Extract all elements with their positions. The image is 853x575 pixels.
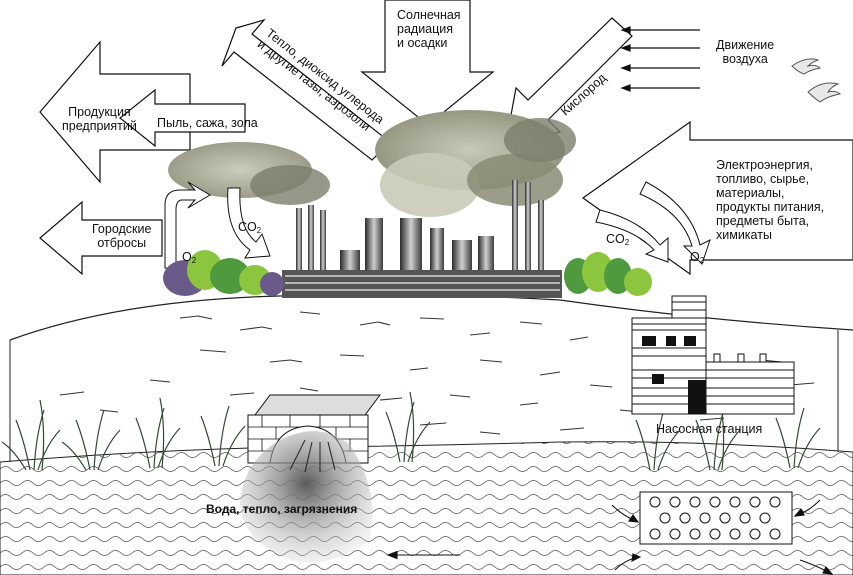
o2-left-subscript: 2	[191, 256, 197, 265]
co2-left-subscript: 2	[256, 226, 262, 235]
o2-right-label: O2	[690, 236, 704, 268]
dust-arrow	[119, 88, 246, 148]
pump-station-label: Насосная станция	[656, 422, 763, 436]
products-label: Продукция предприятий	[62, 105, 137, 133]
dust-label: Пыль, сажа, зола	[157, 116, 258, 130]
co2-left-text: CO	[238, 220, 257, 234]
trees-right	[564, 252, 652, 296]
city-waste-arrow	[39, 200, 163, 276]
o2-left-label: O2	[182, 236, 196, 268]
trees-left	[163, 250, 284, 296]
air-movement-arrows	[620, 26, 700, 92]
gas-exchange-arrows	[164, 181, 711, 269]
co2-right-label: CO2	[606, 218, 629, 250]
inputs-label: Электроэнергия, топливо, сырье, материал…	[716, 158, 825, 242]
co2-left-label: CO2	[238, 206, 261, 238]
grass-tufts	[1, 391, 821, 471]
solar-radiation-label: Солнечная радиация и осадки	[397, 8, 461, 50]
city-waste-label: Городские отбросы	[92, 222, 152, 250]
o2-right-subscript: 2	[699, 256, 705, 265]
outflow-plume	[240, 431, 373, 563]
filter-bed-icon	[639, 491, 793, 545]
heat-gases-arrow	[221, 18, 391, 161]
solar-arrow	[360, 0, 495, 126]
birds-icon	[791, 58, 842, 103]
water-flow-arrows	[386, 499, 834, 575]
co2-right-subscript: 2	[624, 238, 630, 247]
factory-icon	[282, 180, 562, 298]
pump-station-icon	[631, 295, 795, 415]
outflow-label: Вода, тепло, загрязнения	[206, 502, 358, 516]
o2-left-text: O	[182, 250, 192, 264]
co2-right-text: CO	[606, 232, 625, 246]
air-movement-label: Движение воздуха	[716, 38, 775, 66]
o2-right-text: O	[690, 250, 700, 264]
